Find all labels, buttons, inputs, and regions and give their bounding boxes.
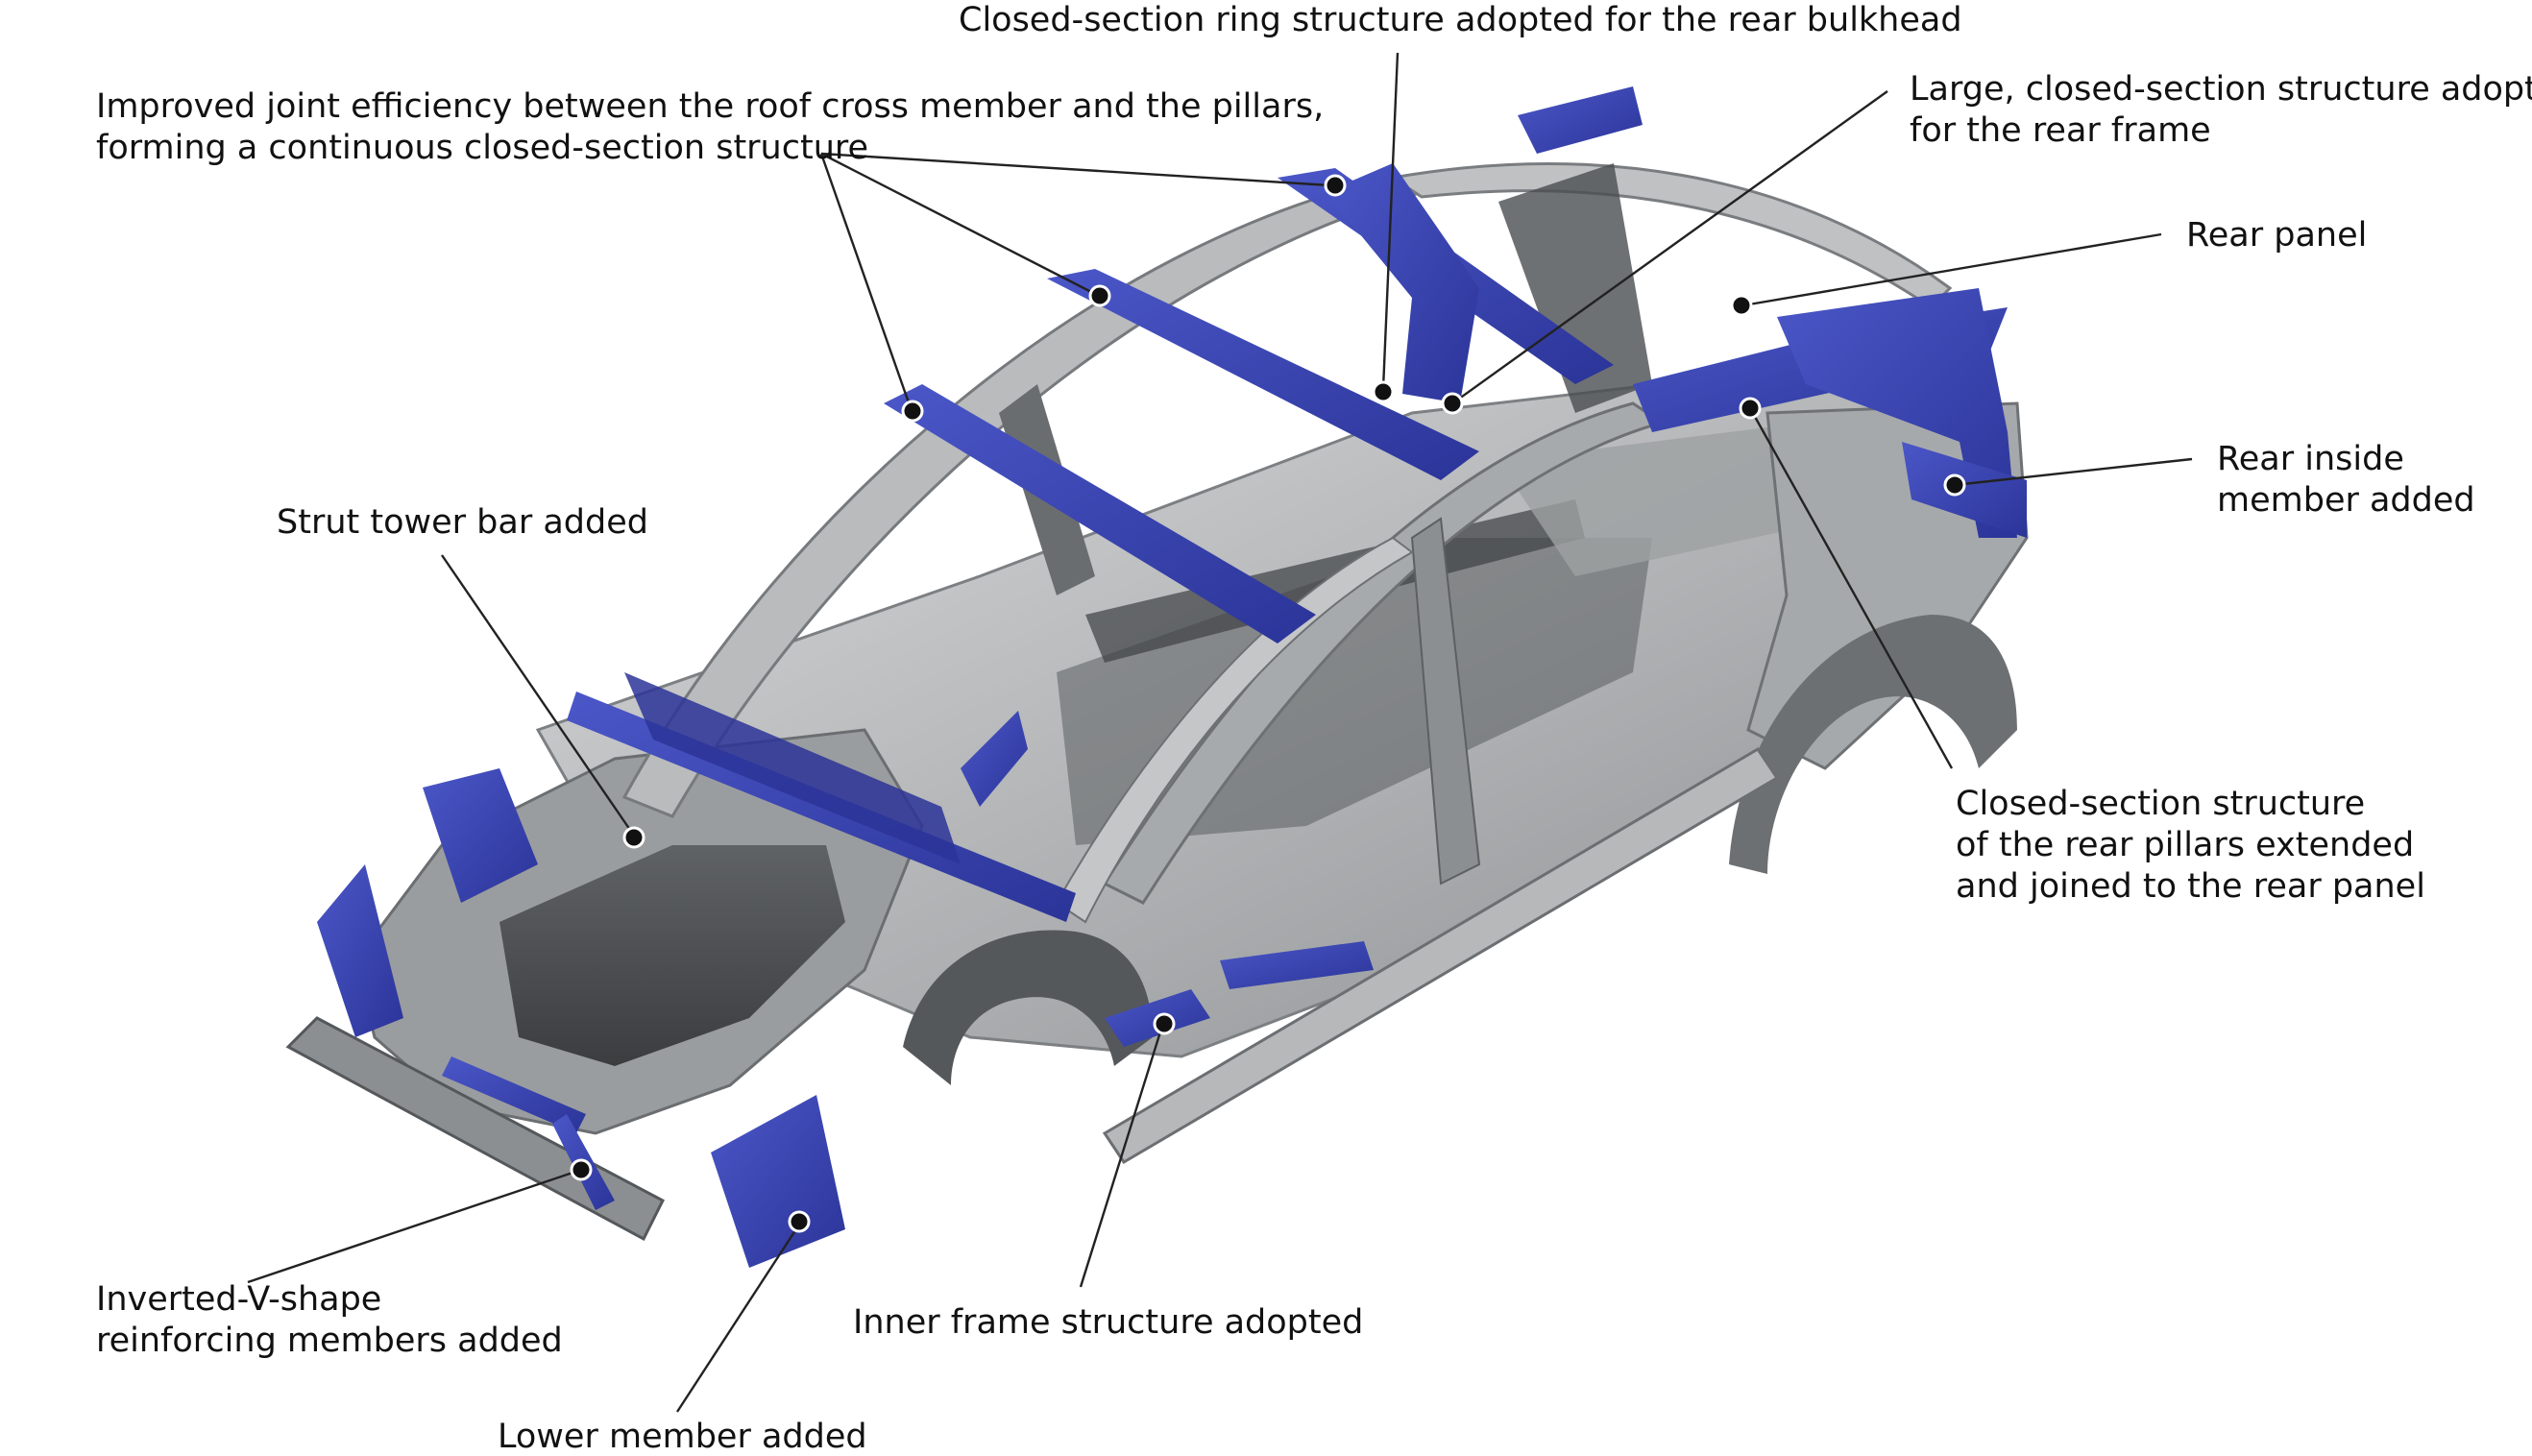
leader-lines: [247, 52, 2193, 1413]
leader-roof-joint-1: [820, 152, 1331, 187]
callout-inverted-v-line-2: reinforcing members added: [96, 1322, 563, 1360]
leader-rear-bulkhead: [1381, 52, 1400, 390]
rear-header: [1518, 86, 1643, 154]
dot-inverted-v: [570, 1158, 593, 1181]
callout-strut-tower-bar-line-1: Strut tower bar added: [277, 503, 648, 542]
a-pillar: [1055, 536, 1414, 924]
rear-wheel-arch: [1729, 615, 2017, 874]
lower-member-part: [711, 1095, 845, 1268]
leader-rear-frame: [1454, 90, 1888, 402]
front-wheel-arch: [903, 930, 1153, 1085]
callout-rear-bulkhead-line-1: Closed-section ring structure adopted fo…: [959, 1, 1962, 39]
dot-rear-bulkhead: [1372, 380, 1395, 403]
roof-cross-member-front: [884, 384, 1316, 643]
callout-strut-tower-bar: Strut tower bar added: [277, 502, 648, 544]
dot-roof-joint-2: [1088, 284, 1111, 307]
callout-rear-inside-member-line-2: member added: [2217, 481, 2475, 520]
dot-strut-tower-bar: [622, 826, 645, 849]
dot-lower-member: [788, 1210, 811, 1233]
callout-rear-pillars-line-3: and joined to the rear panel: [1956, 867, 2425, 906]
callout-inverted-v-line-1: Inverted-V-shape: [96, 1280, 382, 1319]
inverted-v-member-a: [442, 1056, 586, 1133]
callout-rear-pillars-line-1: Closed-section structure: [1956, 785, 2366, 823]
front-apron: [317, 864, 403, 1037]
callout-rear-panel-line-1: Rear panel: [2186, 216, 2368, 255]
c-pillar-window: [1498, 163, 1652, 413]
callout-rear-frame-line-1: Large, closed-section structure adopted: [1910, 70, 2532, 109]
leader-roof-joint-3: [819, 153, 913, 409]
engine-bay-dark: [499, 845, 845, 1066]
callout-dots: [570, 174, 1966, 1233]
callout-rear-frame-line-2: for the rear frame: [1910, 111, 2211, 150]
rear-panel-member: [1777, 288, 2017, 538]
leader-inverted-v: [247, 1168, 582, 1284]
rocker-reinforcement: [961, 711, 1028, 807]
cowl-member: [624, 672, 961, 864]
car-body-illustration: [285, 86, 2029, 1268]
side-sill: [1102, 746, 1780, 1165]
rear-bulkhead-ring: [1326, 163, 1479, 403]
callout-roof-joint-line-1: Improved joint efficiency between the ro…: [96, 87, 1325, 126]
leader-strut-tower-bar: [441, 554, 635, 837]
floor-cross-member: [1220, 941, 1374, 989]
reinforcement-members: [317, 86, 2027, 1268]
dot-roof-joint-1: [1324, 174, 1347, 197]
callout-lower-member-line-1: Lower member added: [498, 1418, 867, 1456]
leader-rear-inside-member: [1954, 457, 2193, 487]
dot-rear-inside-member: [1943, 473, 1966, 497]
leader-rear-panel: [1742, 232, 2162, 307]
callout-roof-joint-line-2: forming a continuous closed-section stru…: [96, 129, 869, 167]
dot-rear-frame: [1441, 392, 1464, 415]
leader-rear-pillars: [1748, 407, 1954, 769]
callout-lower-member: Lower member added: [498, 1418, 867, 1456]
callout-rear-inside-member-line-1: Rear inside: [2217, 440, 2404, 478]
dot-inner-frame: [1153, 1012, 1176, 1035]
roof-cross-member-mid: [1047, 269, 1479, 480]
b-pillar-right: [1410, 517, 1481, 886]
leader-roof-joint-2: [820, 152, 1096, 296]
callout-rear-bulkhead: Closed-section ring structure adopted fo…: [959, 0, 1962, 41]
leader-lower-member: [675, 1224, 801, 1413]
dot-roof-joint-3: [901, 400, 924, 423]
dot-rear-panel: [1730, 294, 1753, 317]
front-tower: [423, 768, 538, 903]
callout-rear-panel: Rear panel: [2186, 215, 2367, 256]
callout-inner-frame: Inner frame structure adopted: [853, 1302, 1363, 1344]
callout-roof-joint: Improved joint efficiency between the ro…: [96, 86, 1324, 169]
leader-inner-frame: [1079, 1025, 1164, 1288]
front-bumper-beam: [285, 1016, 665, 1242]
dot-rear-frame-pillar: [1739, 397, 1762, 420]
callout-rear-pillars-line-2: of the rear pillars extended: [1956, 826, 2415, 864]
callout-inner-frame-line-1: Inner frame structure adopted: [853, 1303, 1364, 1342]
